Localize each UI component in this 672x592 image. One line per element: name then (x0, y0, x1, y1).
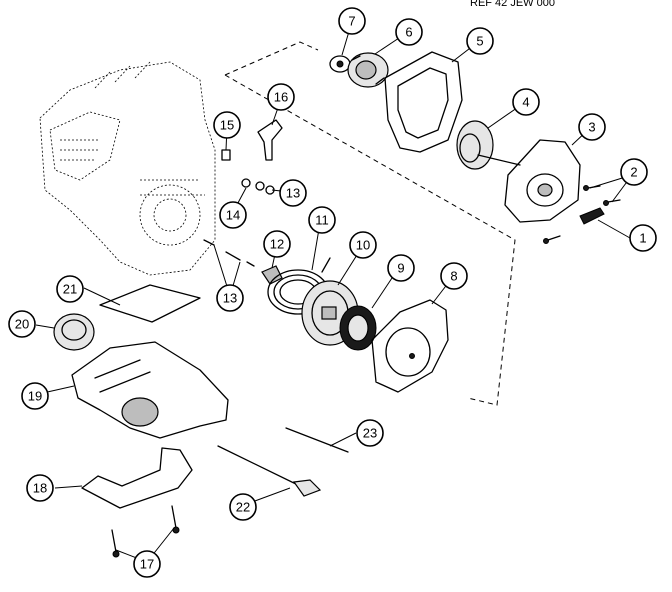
callout-13-upper: 13 (279, 179, 307, 207)
callout-10: 10 (349, 231, 377, 259)
svg-text:21: 21 (63, 282, 77, 297)
svg-text:13: 13 (223, 291, 237, 306)
callout-13-lower: 13 (216, 284, 244, 312)
part-5-clutch-housing (384, 51, 463, 153)
part-6-clutch (347, 52, 389, 88)
part-1-screw (579, 207, 605, 225)
callout-20: 20 (8, 310, 36, 338)
svg-text:9: 9 (397, 261, 404, 276)
svg-text:1: 1 (639, 231, 646, 246)
svg-text:16: 16 (274, 90, 288, 105)
callout-9: 9 (387, 254, 415, 282)
svg-text:4: 4 (522, 95, 529, 110)
part-23-rod (285, 427, 349, 453)
callout-19: 19 (21, 382, 49, 410)
part-12-pawl (261, 265, 283, 285)
callout-11: 11 (308, 206, 336, 234)
part-13-fittings (203, 239, 255, 267)
callout-15: 15 (213, 111, 241, 139)
callout-4: 4 (512, 88, 540, 116)
svg-text:23: 23 (363, 426, 377, 441)
callout-17: 17 (133, 550, 161, 578)
part-4-drum (456, 120, 521, 170)
engine-block (39, 61, 216, 276)
svg-text:10: 10 (356, 238, 370, 253)
header-fragment: REF 42 JEW 000 (470, 0, 555, 9)
svg-text:12: 12 (270, 237, 284, 252)
svg-text:6: 6 (405, 25, 412, 40)
part-14-fitting (241, 178, 275, 195)
assembly-boundary (224, 41, 516, 406)
svg-text:8: 8 (450, 269, 457, 284)
part-16-bracket (257, 119, 283, 161)
svg-text:20: 20 (15, 317, 29, 332)
callout-14: 14 (219, 201, 247, 229)
callout-1: 1 (629, 224, 657, 252)
svg-text:2: 2 (630, 165, 637, 180)
part-17-screws (111, 505, 180, 558)
callout-6: 6 (395, 18, 423, 46)
part-15-clip (221, 149, 231, 161)
callout-16: 16 (267, 83, 295, 111)
part-18-guard (81, 447, 193, 509)
svg-text:17: 17 (140, 557, 154, 572)
callout-2: 2 (620, 158, 648, 186)
part-3-gear-housing (504, 139, 581, 223)
part-19-air-box (71, 341, 229, 439)
callout-5: 5 (466, 27, 494, 55)
callout-3: 3 (578, 113, 606, 141)
callout-23: 23 (356, 419, 384, 447)
svg-text:5: 5 (476, 34, 483, 49)
callout-8: 8 (440, 262, 468, 290)
part-7-washer (329, 55, 351, 73)
callout-21: 21 (56, 275, 84, 303)
part-8-starter-cover (371, 299, 449, 393)
part-2-screws (543, 185, 621, 244)
callout-12: 12 (263, 230, 291, 258)
part-21-gasket (99, 284, 201, 323)
callout-7: 7 (338, 7, 366, 35)
svg-text:22: 22 (236, 500, 250, 515)
part-22-shaft (217, 445, 322, 497)
svg-text:7: 7 (348, 14, 355, 29)
callout-22: 22 (229, 493, 257, 521)
part-9-rope-drum (339, 305, 377, 351)
svg-text:18: 18 (33, 481, 47, 496)
svg-text:3: 3 (588, 120, 595, 135)
svg-text:19: 19 (28, 389, 42, 404)
svg-text:14: 14 (226, 208, 240, 223)
svg-text:15: 15 (220, 118, 234, 133)
callout-18: 18 (26, 474, 54, 502)
part-20-cap (53, 313, 95, 351)
svg-text:13: 13 (286, 186, 300, 201)
svg-text:11: 11 (315, 213, 329, 228)
